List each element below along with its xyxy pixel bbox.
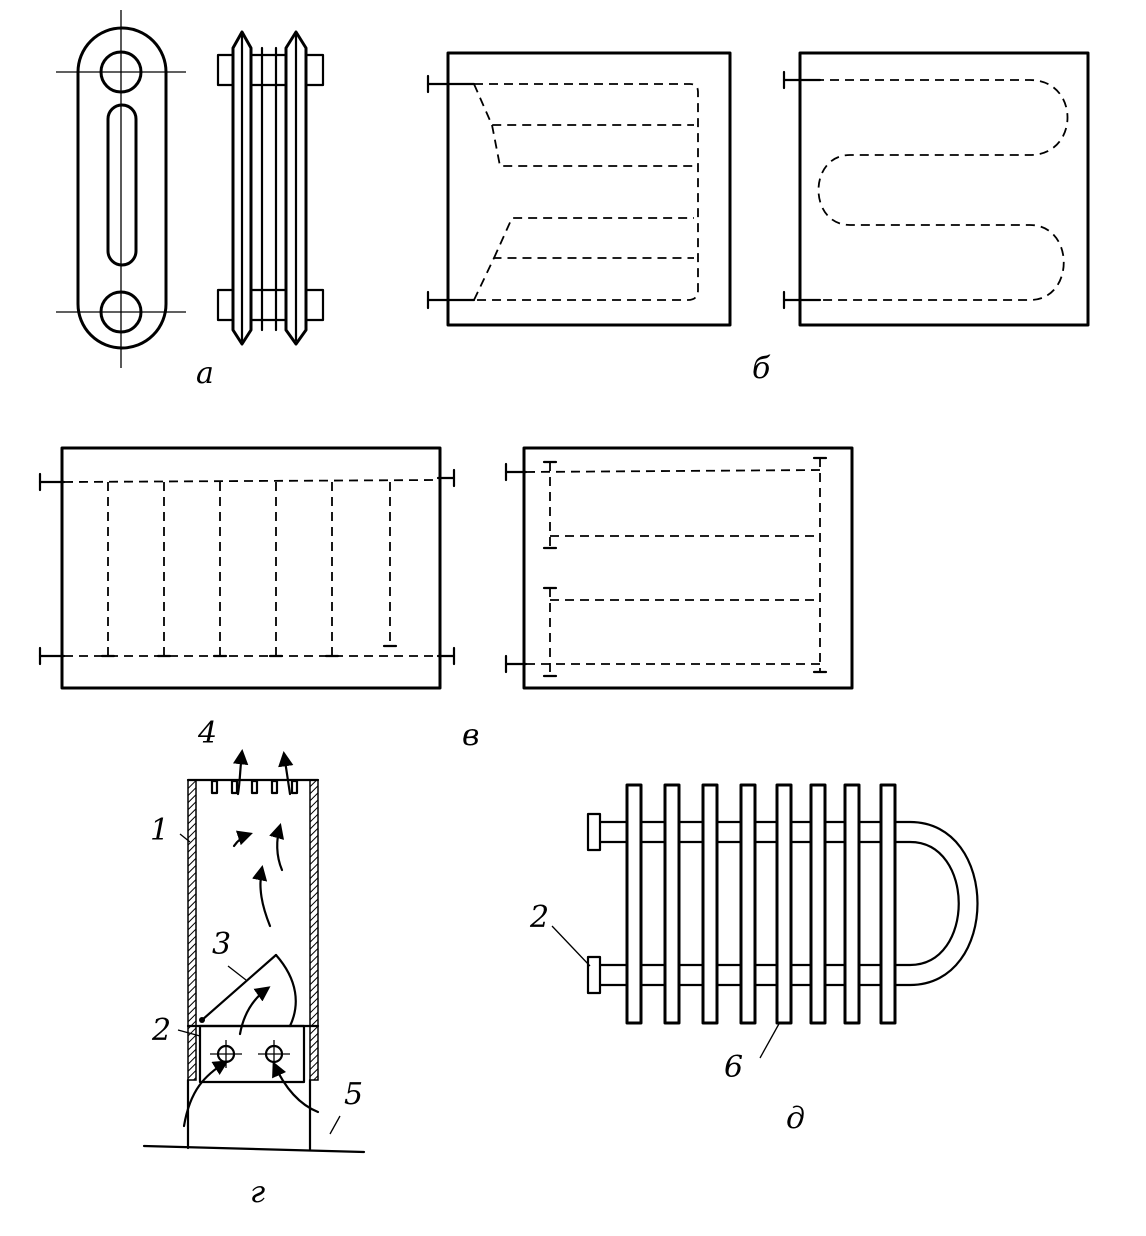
diagram-b-panel-left: [426, 51, 732, 327]
outlet-grille: [210, 779, 299, 795]
callout-6: 6: [724, 1050, 743, 1085]
label-d: д: [786, 1101, 805, 1136]
diagram-g-convector: [142, 748, 366, 1154]
label-v: в: [462, 718, 479, 753]
diagram-b-panel-right: [782, 51, 1090, 327]
label-g: г: [250, 1175, 265, 1210]
callout-5: 5: [344, 1077, 363, 1112]
diagram-a-section-front: [56, 10, 186, 368]
diagram-d-finned-radiator: [551, 783, 979, 1059]
label-a: а: [196, 356, 214, 391]
diagram-v-panel-right: [504, 446, 854, 690]
diagram-a-section-side: [216, 30, 325, 346]
casing-right-wall: [309, 779, 319, 1081]
label-b: б: [752, 351, 771, 386]
callout-4: 4: [197, 716, 217, 751]
callout-1: 1: [150, 813, 169, 848]
diagram-v-panel-left: [38, 446, 456, 690]
callout-2-convector: 2: [151, 1013, 171, 1048]
callout-2-radiator: 2: [529, 900, 549, 935]
callout-3: 3: [212, 927, 231, 962]
